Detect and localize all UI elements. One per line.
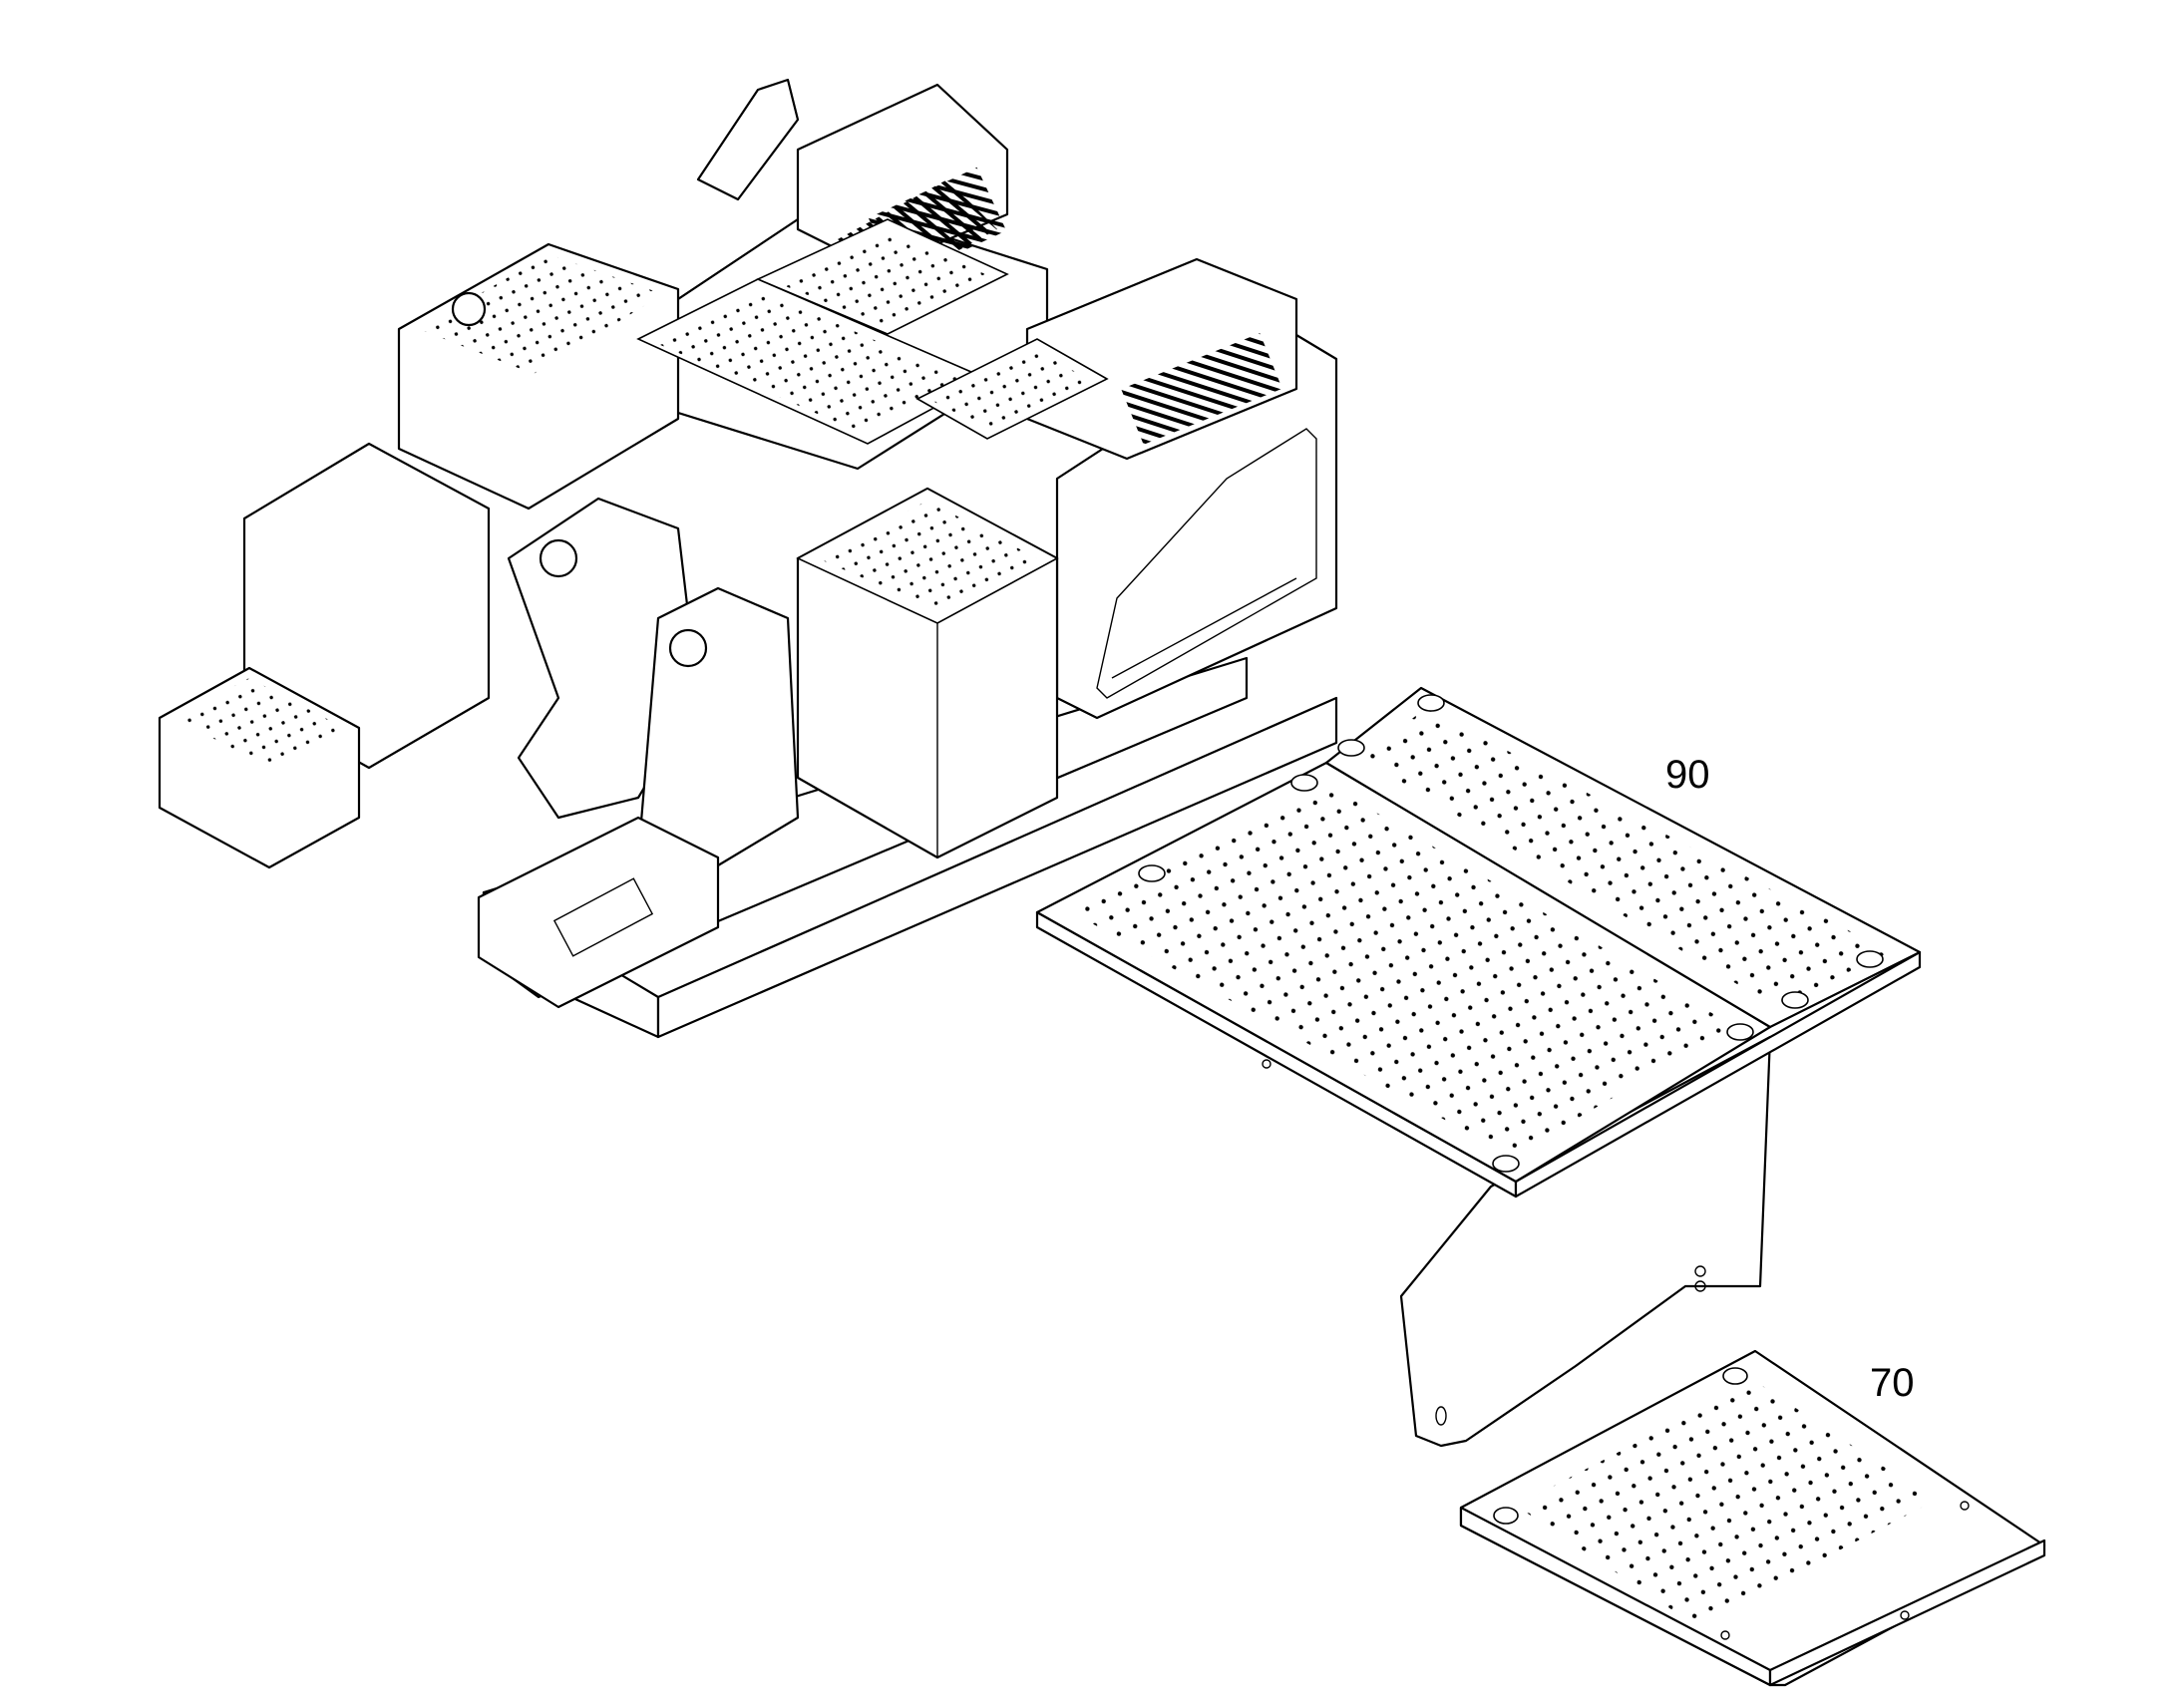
front-lower-frame: [477, 816, 720, 1009]
tank-cap-icon: [451, 291, 487, 327]
mounting-bracket: [1399, 1035, 1772, 1448]
radiator-grille: [1121, 333, 1282, 445]
plate-70-perforation: [1516, 1381, 1935, 1625]
callout-90: 90: [1665, 753, 1710, 797]
exhaust-stack: [696, 78, 800, 201]
side-door-panel: [1096, 428, 1317, 699]
part-90-assembly: [1035, 686, 1922, 1448]
mount-slot: [1493, 1507, 1519, 1525]
toolbox-top-perforation: [818, 501, 1037, 610]
plate-90-left-perforation: [1072, 783, 1735, 1157]
machine-frame-assembly: [158, 78, 1338, 1039]
callout-70: 70: [1870, 1361, 1915, 1405]
mount-slot: [1138, 864, 1166, 882]
part-70-assembly: [1459, 1349, 2046, 1687]
plate-90-right-perforation: [1361, 708, 1890, 1007]
tank-top-perforation: [419, 254, 663, 374]
battery-box-perforation: [175, 678, 344, 768]
base-frame-side: [656, 696, 1338, 1039]
